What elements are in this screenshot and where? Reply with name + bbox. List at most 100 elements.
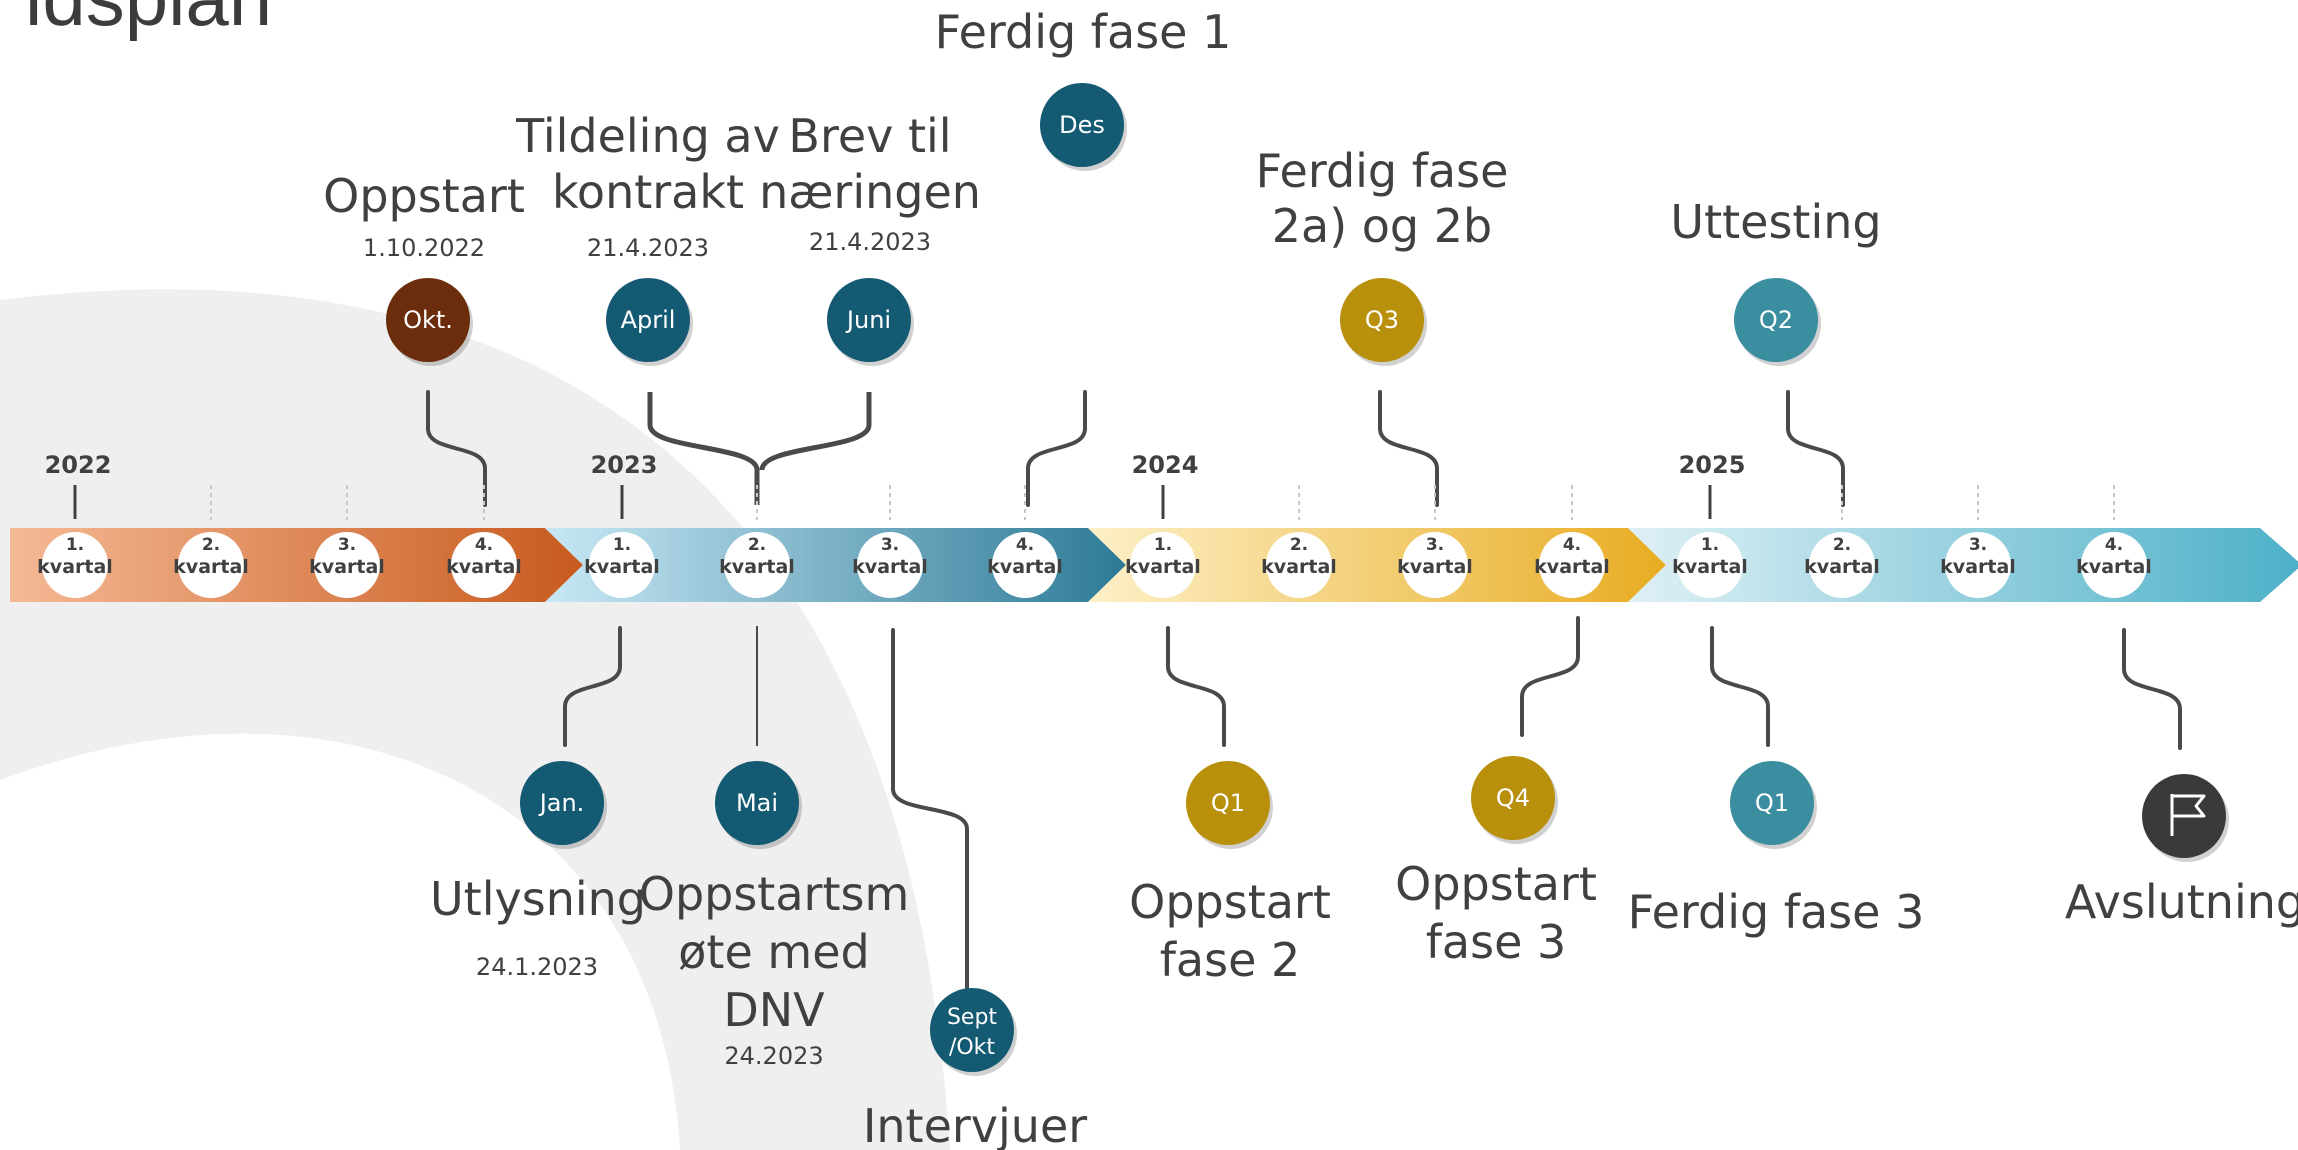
milestone-title: Ferdig fase 3 bbox=[1628, 885, 1925, 939]
milestone-title: næringen bbox=[759, 165, 981, 219]
quarter-word: kvartal bbox=[1125, 556, 1201, 578]
milestone-circle bbox=[386, 278, 470, 362]
quarter-marker: 1.kvartal bbox=[584, 532, 660, 598]
milestone-date: 21.4.2023 bbox=[809, 228, 931, 256]
quarter-marker: 2.kvartal bbox=[719, 532, 795, 598]
quarter-number: 1. bbox=[613, 535, 631, 555]
quarter-marker: 1.kvartal bbox=[1125, 532, 1201, 598]
quarter-number: 4. bbox=[1563, 535, 1581, 555]
milestone-circle bbox=[1340, 278, 1424, 362]
milestone-label: Q2 bbox=[1759, 306, 1793, 334]
milestone-circle bbox=[1730, 761, 1814, 845]
milestone-flag: Avslutning bbox=[2065, 774, 2298, 929]
milestone-title: fase 3 bbox=[1426, 915, 1567, 969]
quarter-circle bbox=[589, 532, 655, 598]
quarter-word: kvartal bbox=[309, 556, 385, 578]
milestone-date: 24.1.2023 bbox=[476, 953, 598, 981]
quarter-word: kvartal bbox=[1534, 556, 1610, 578]
milestone-circle bbox=[827, 278, 911, 362]
quarter-markers: 1.kvartal2.kvartal3.kvartal4.kvartal1.kv… bbox=[37, 485, 2152, 598]
quarter-number: 2. bbox=[1290, 535, 1308, 555]
quarter-word: kvartal bbox=[719, 556, 795, 578]
connector-q2 bbox=[1786, 390, 1845, 507]
milestone-title: Oppstart bbox=[1129, 875, 1331, 929]
quarter-circle bbox=[1402, 532, 1468, 598]
year-label-2023: 2023 bbox=[591, 451, 658, 479]
quarter-number: 4. bbox=[475, 535, 493, 555]
quarter-word: kvartal bbox=[173, 556, 249, 578]
quarter-circle bbox=[992, 532, 1058, 598]
quarter-circle bbox=[2081, 532, 2147, 598]
quarter-marker: 4.kvartal bbox=[2076, 532, 2152, 598]
quarter-word: kvartal bbox=[446, 556, 522, 578]
flag-icon bbox=[2170, 794, 2206, 836]
connector-jan bbox=[563, 626, 622, 747]
band-segment-2024 bbox=[1088, 528, 1666, 602]
milestone-title: Avslutning bbox=[2065, 875, 2298, 929]
milestone-date: 24.2023 bbox=[724, 1042, 823, 1070]
connector-des bbox=[1026, 390, 1087, 507]
year-label-2024: 2024 bbox=[1132, 451, 1199, 479]
year-label-2025: 2025 bbox=[1679, 451, 1746, 479]
connector-okt bbox=[426, 390, 487, 507]
quarter-number: 1. bbox=[1154, 535, 1172, 555]
quarter-marker: 3.kvartal bbox=[309, 532, 385, 598]
connector-april bbox=[647, 392, 760, 505]
quarter-word: kvartal bbox=[987, 556, 1063, 578]
milestone-title: øte med bbox=[678, 925, 869, 979]
milestone-circle bbox=[1471, 756, 1555, 840]
milestone-circle bbox=[1186, 761, 1270, 845]
milestone-date: 21.4.2023 bbox=[587, 234, 709, 262]
milestone-label: Jan. bbox=[538, 789, 585, 817]
quarter-number: 2. bbox=[1833, 535, 1851, 555]
quarter-marker: 3.kvartal bbox=[1940, 532, 2016, 598]
quarter-number: 3. bbox=[1426, 535, 1444, 555]
band-segment-2023 bbox=[545, 528, 1126, 602]
milestone-title: Ferdig fase bbox=[1256, 144, 1509, 198]
milestone-circle bbox=[930, 988, 1014, 1072]
quarter-word: kvartal bbox=[1940, 556, 2016, 578]
milestone-title: Tildeling av bbox=[515, 109, 780, 163]
connector-q4 bbox=[1520, 616, 1580, 737]
milestone-label: /Okt bbox=[949, 1035, 995, 1060]
quarter-number: 3. bbox=[1969, 535, 1987, 555]
milestone-title: Ferdig fase 1 bbox=[935, 5, 1232, 59]
quarter-word: kvartal bbox=[2076, 556, 2152, 578]
milestone-q2: Q2 Uttesting bbox=[1670, 195, 1882, 366]
milestone-circle bbox=[606, 278, 690, 362]
quarter-number: 2. bbox=[202, 535, 220, 555]
quarter-circle bbox=[451, 532, 517, 598]
quarter-circle bbox=[1945, 532, 2011, 598]
quarter-word: kvartal bbox=[1261, 556, 1337, 578]
milestone-label: Juni bbox=[845, 306, 891, 334]
background-arc bbox=[0, 289, 950, 1150]
quarter-marker: 2.kvartal bbox=[1804, 532, 1880, 598]
milestone-circle bbox=[1734, 278, 1818, 362]
milestone-title: Utlysning bbox=[430, 872, 646, 926]
quarter-marker: 4.kvartal bbox=[1534, 532, 1610, 598]
quarter-circle bbox=[42, 532, 108, 598]
quarter-marker: 4.kvartal bbox=[446, 532, 522, 598]
connector-flag bbox=[2122, 628, 2182, 750]
connectors bbox=[426, 390, 2182, 990]
milestone-label: Q4 bbox=[1496, 784, 1530, 812]
quarter-marker: 1.kvartal bbox=[1672, 532, 1748, 598]
quarter-marker: 2.kvartal bbox=[1261, 532, 1337, 598]
quarter-marker: 4.kvartal bbox=[987, 532, 1063, 598]
quarter-word: kvartal bbox=[584, 556, 660, 578]
quarter-word: kvartal bbox=[1672, 556, 1748, 578]
milestone-title: Uttesting bbox=[1670, 195, 1881, 249]
milestone-label: Q1 bbox=[1211, 789, 1245, 817]
milestone-title: DNV bbox=[723, 983, 825, 1037]
quarter-word: kvartal bbox=[37, 556, 113, 578]
quarter-circle bbox=[1130, 532, 1196, 598]
